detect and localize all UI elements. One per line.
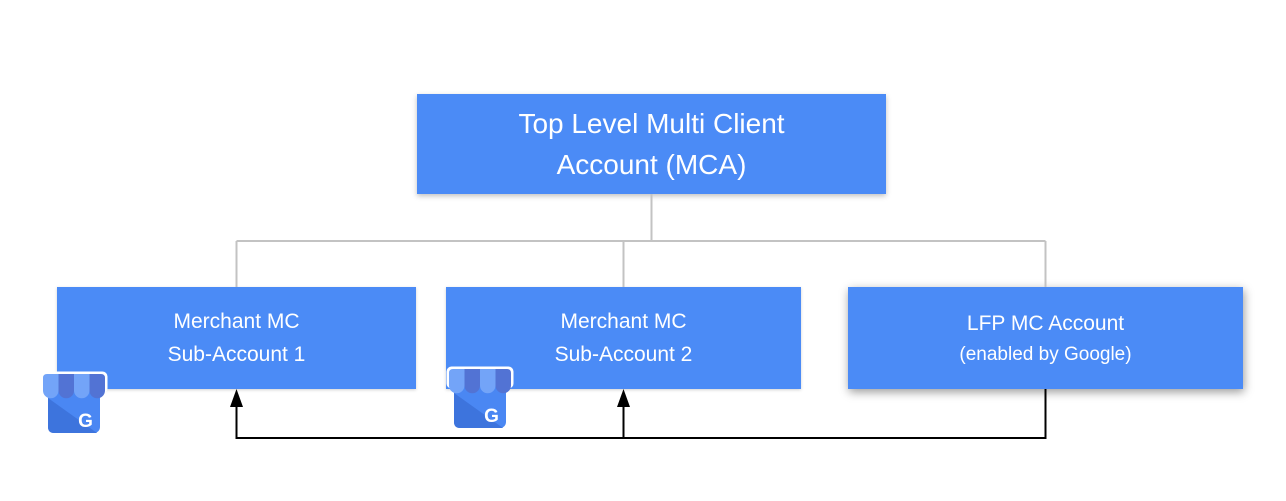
awning-stripe [495, 369, 511, 394]
google-business-profile-icon: G [40, 371, 108, 435]
flow-lines [235, 389, 1047, 439]
node-label-line: Top Level Multi Client [518, 108, 785, 139]
awning-stripe [74, 374, 90, 399]
node-label-line: LFP MC Account [966, 311, 1125, 335]
arrowhead-up-icon [617, 389, 630, 407]
node-merchant-sub-account-1: Merchant MC Sub-Account 1 [57, 287, 416, 389]
tree-connector-lines [235, 194, 1047, 287]
node-label-line: Sub-Account 1 [167, 343, 306, 366]
storefront-shadow [454, 393, 503, 428]
node-lfp-mc-account: LFP MC Account (enabled by Google) [848, 287, 1243, 389]
google-business-profile-icon: G [446, 366, 514, 430]
awning-stripe [43, 374, 59, 399]
awning-stripe [449, 369, 465, 394]
node-top-level-mca: Top Level Multi Client Account (MCA) [417, 94, 886, 194]
node-label-line: Merchant MC [173, 310, 300, 333]
node-label-line: Account (MCA) [556, 149, 747, 180]
g-letter: G [484, 406, 499, 427]
awning-stripe [480, 369, 496, 394]
awning-stripe [58, 374, 74, 399]
node-label-line: Merchant MC [560, 310, 687, 333]
node-label-line: (enabled by Google) [959, 343, 1132, 365]
storefront-shadow [48, 398, 97, 433]
awning-stripe [464, 369, 480, 394]
arrowhead-up-icon [230, 389, 243, 407]
g-letter: G [78, 411, 93, 432]
awning-stripe [89, 374, 105, 399]
node-label-line: Sub-Account 2 [554, 343, 693, 366]
